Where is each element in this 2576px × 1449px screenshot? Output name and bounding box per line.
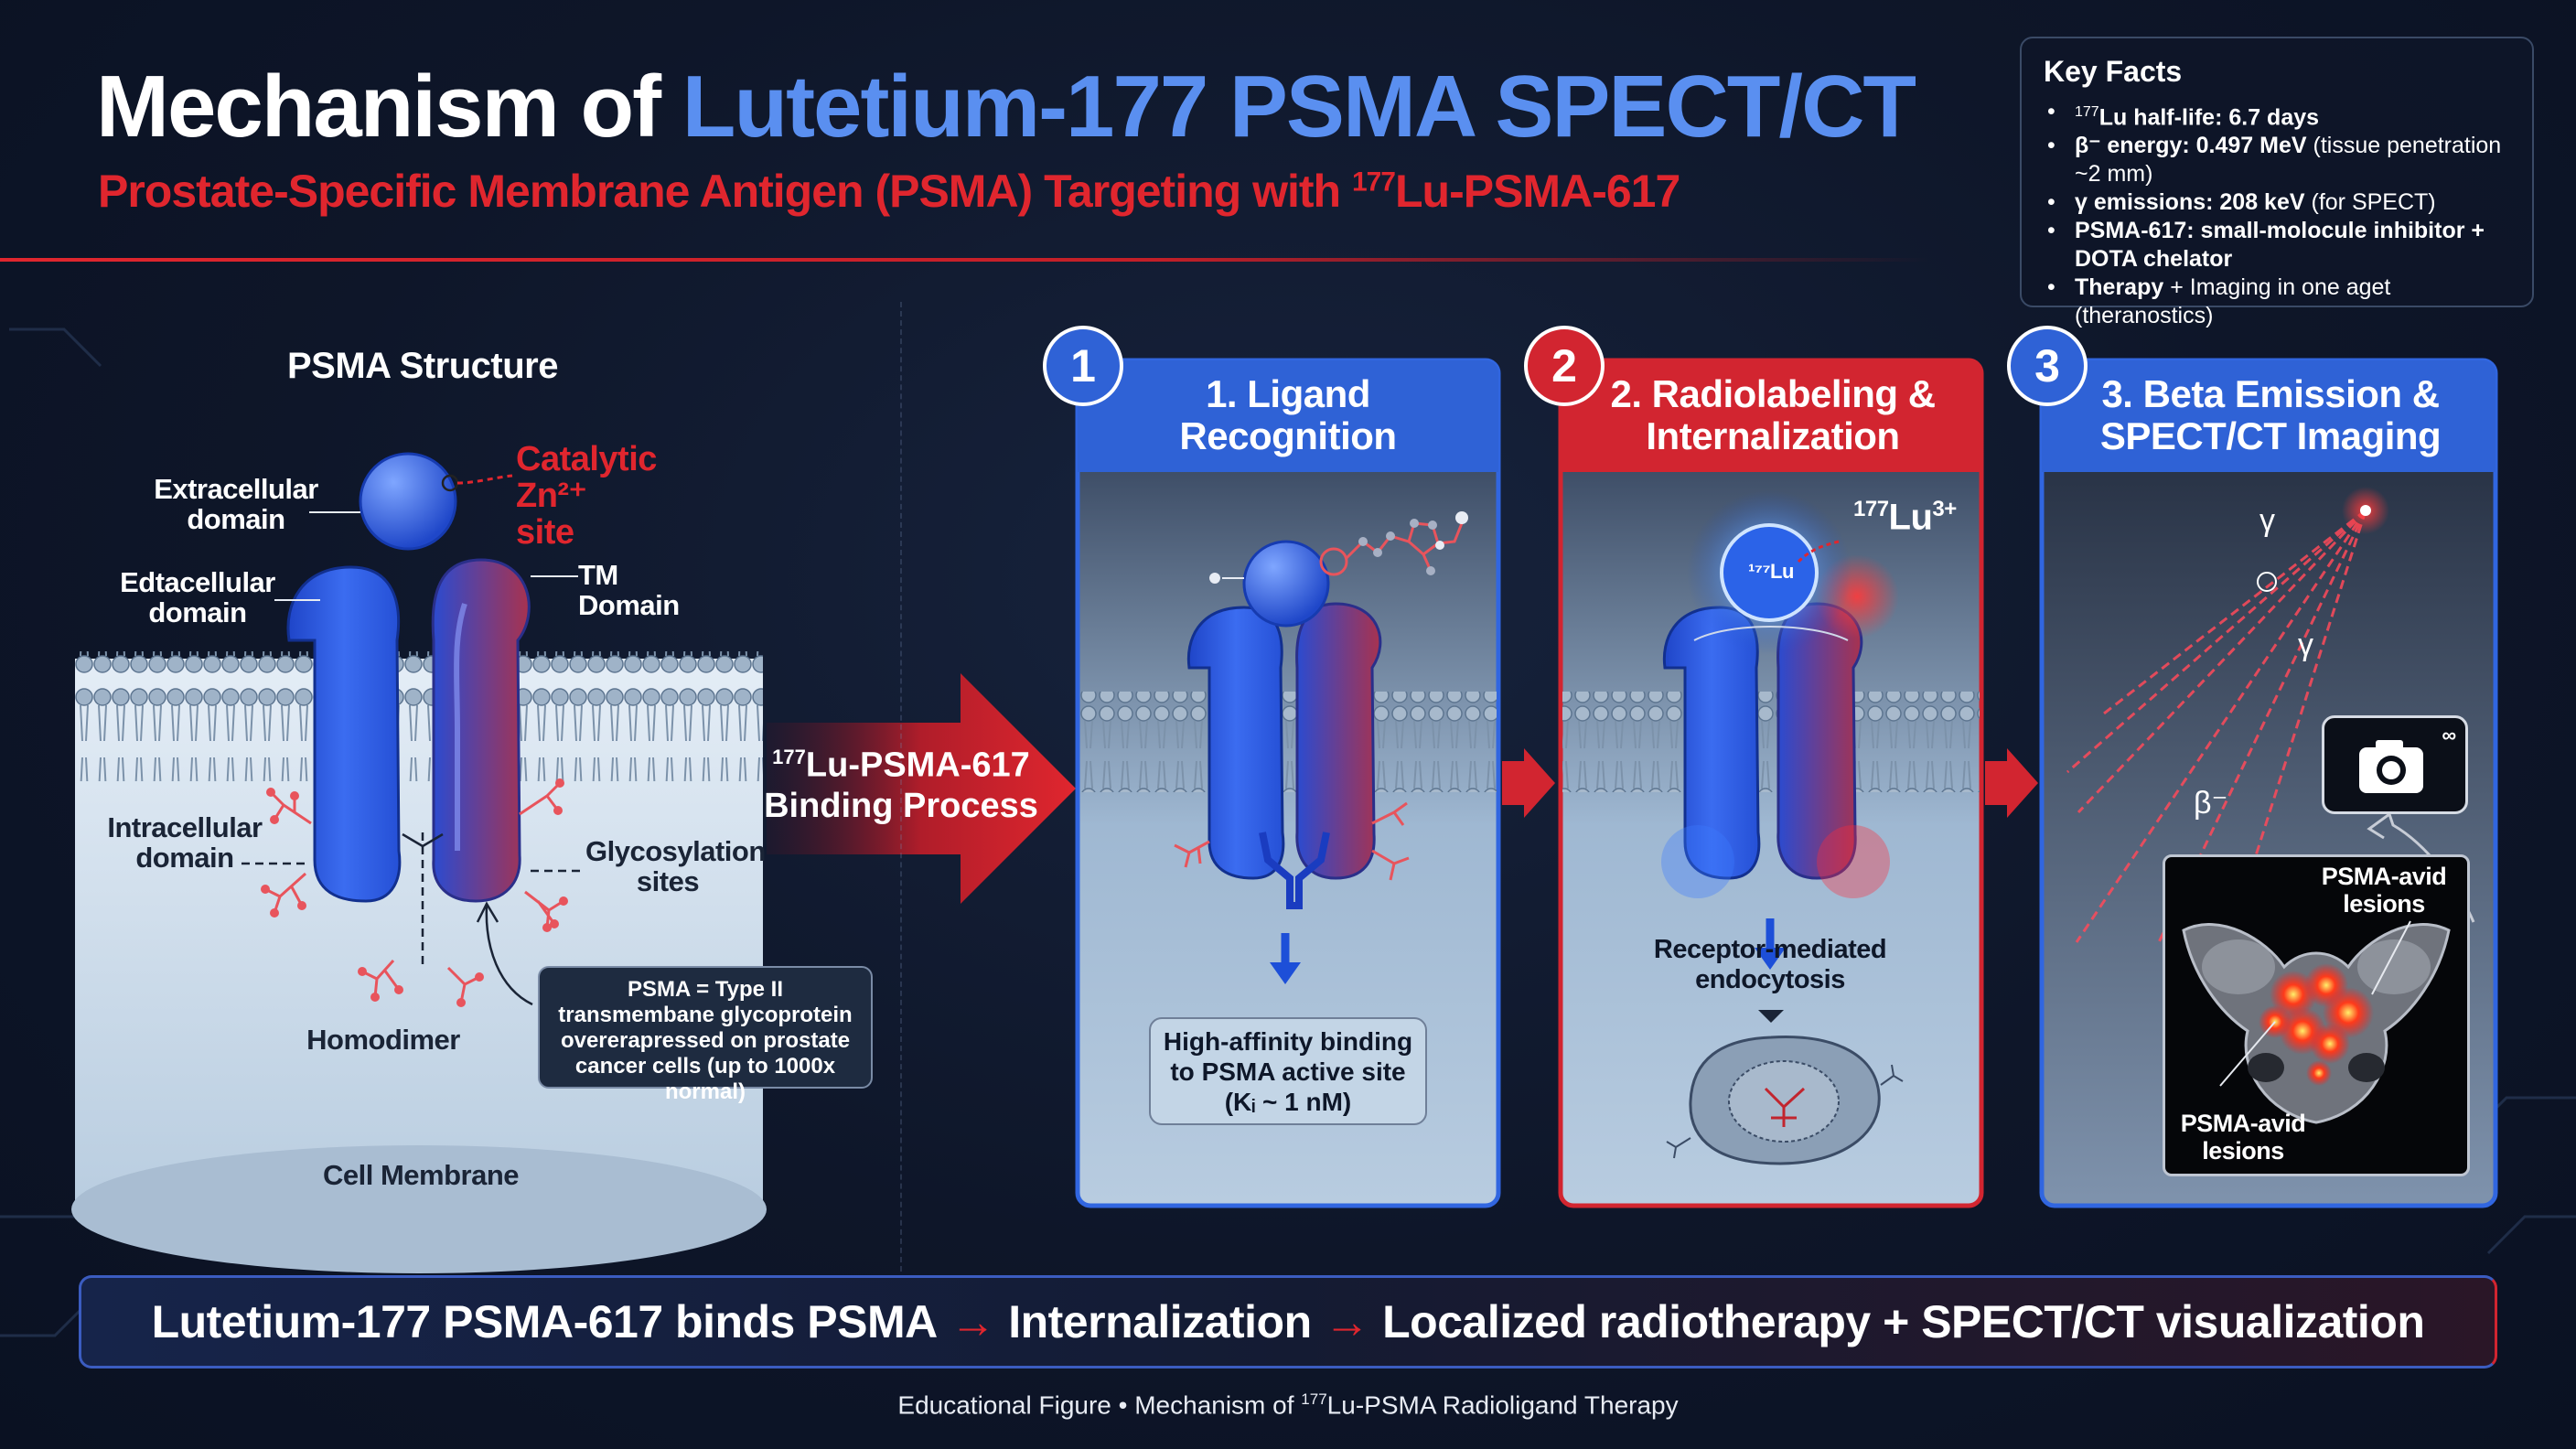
step-arrow-2 [1985,748,2038,818]
label-cell-membrane: Cell Membrane [322,1159,520,1191]
label-intracellular-domain: Intracellular domain [107,811,263,874]
banner-part3: Localized radiotherapy + SPECT/CT visual… [1382,1296,2425,1347]
psma-monomer-right [431,558,531,903]
step1-title: 1. Ligand Recognition [1179,372,1397,457]
footer-suffix: Lu-PSMA Radioligand Therapy [1326,1390,1679,1420]
label-glycosylation-sites: Glycosylation sites [585,835,766,897]
step1-receptor-right [1295,602,1382,880]
key-fact-item: γ emissions: 208 keV (for SPECT) [2044,188,2510,217]
step2-membrane [1562,692,1980,792]
subtitle-suffix: Lu-PSMA-617 [1395,166,1680,217]
key-fact-item: Therapy + Imaging in one aget (theranost… [2044,274,2510,330]
step3-title: 3. Beta Emission & SPECT/CT Imaging [2099,372,2442,457]
key-fact-bold: PSMA-617: small-molocule inhibitor + DOT… [2075,218,2485,273]
subtitle-prefix: Prostate-Specific Membrane Antigen (PSMA… [98,166,1352,217]
label-catalytic-site: Catalytic Zn²⁺ site [516,440,657,552]
subtitle-sup: 177 [1351,166,1396,198]
isotope-sup: 177 [1853,497,1889,521]
label-edtacellular-domain: Edtacellular domain [120,566,275,628]
camera-icon [2359,740,2423,793]
binding-text-a: Lu-PSMA-617 [805,746,1030,785]
step2-title: 2. Radiolabeling & Internalization [1610,372,1936,457]
banner-part2: Internalization [1008,1296,1312,1347]
key-fact-bold: γ emissions: 208 keV [2075,189,2305,216]
psma-monomer-left [286,565,402,903]
key-fact-item: 177Lu half-life: 6.7 days [2044,98,2510,132]
label-extracellular-domain: Extracellular domain [154,473,318,535]
pelvis-scan [2182,920,2451,1124]
key-fact-rest: + Imaging in one aget (theranostics) [2075,274,2391,329]
banner-arrow-2: → [1324,1296,1370,1347]
lipid-bilayer [75,651,763,781]
lu177-sphere-label: ¹⁷⁷Lu [1748,560,1794,583]
lu177-sphere [1720,523,1819,622]
step1-badge: 1 [1043,326,1123,406]
key-fact-rest: (tissue penetration ~2 mm) [2075,133,2502,188]
step1-caption: High-affinity binding to PSMA active sit… [1149,1017,1427,1125]
key-fact-item: PSMA-617: small-molocule inhibitor + DOT… [2044,217,2510,274]
lesions-label-bottom: PSMA-avid lesions [2180,1110,2306,1165]
gamma-label-top: γ [2259,503,2275,538]
label-homodimer: Homodimer [306,1024,460,1056]
step3-badge: 3 [2007,326,2088,406]
camera-mark: ∞ [2442,724,2456,746]
step2-caption: Receptor-mediated endocytosis [1653,935,1887,994]
footer: Educational Figure • Mechanism of 177Lu-… [0,1390,2576,1420]
catalytic-domain-sphere [359,452,457,551]
step-arrow-1 [1502,748,1555,818]
lesions-label-top: PSMA-avid lesions [2321,863,2447,918]
label-tm-domain: TM Domain [578,559,680,621]
title-rule [0,258,1930,262]
binding-sup: 177 [772,746,806,768]
beta-label: β⁻ [2194,786,2228,821]
key-facts-list: 177Lu half-life: 6.7 days β⁻ energy: 0.4… [2044,98,2510,330]
key-fact-bold: Lu half-life: 6.7 days [2098,104,2320,131]
title-accent: Lutetium-177 PSMA SPECT/CT [682,58,1916,156]
footer-prefix: Educational Figure • Mechanism of [897,1390,1302,1420]
spect-ct-image: PSMA-avid lesions PSMA-avid lesions [2163,854,2470,1176]
page-subtitle: Prostate-Specific Membrane Antigen (PSMA… [98,165,1680,218]
structure-title: PSMA Structure [286,346,559,386]
gamma-label: γ [2298,628,2313,662]
step1-receptor-left [1186,606,1285,880]
step1-binding-sphere [1242,540,1330,628]
spect-camera: ∞ [2322,715,2468,814]
footer-sup: 177 [1301,1390,1327,1408]
key-fact-rest: (for SPECT) [2304,189,2436,216]
page-title: Mechanism of Lutetium-177 PSMA SPECT/CT [96,57,1916,157]
cell-membrane-base [71,1145,767,1273]
binding-process-arrow [767,673,1076,904]
key-facts-title: Key Facts [2044,55,2183,88]
step1-membrane [1079,692,1497,792]
step2-isotope-label: 177Lu3+ [1853,494,1972,535]
key-fact-bold: Therapy [2075,274,2164,301]
key-fact-item: β⁻ energy: 0.497 MeV (tissue penetration… [2044,132,2510,188]
key-facts-box: Key Facts 177Lu half-life: 6.7 days β⁻ e… [2020,37,2534,328]
banner-part1: Lutetium-177 PSMA-617 binds PSMA [151,1296,939,1347]
section-divider [900,302,902,1272]
isotope-symbol: Lu [1888,497,1933,538]
key-fact-bold: β⁻ energy: 0.497 MeV [2075,133,2307,159]
key-fact-sup: 177 [2075,104,2099,120]
isotope-charge: 3+ [1932,497,1957,521]
step2-badge: 2 [1524,326,1605,406]
title-prefix: Mechanism of [96,58,682,156]
banner-arrow-1: → [950,1296,996,1347]
psma-info-box: PSMA = Type II transmembane glycoprotein… [538,966,873,1104]
summary-banner: Lutetium-177 PSMA-617 binds PSMA → Inter… [79,1275,2497,1368]
glycosylation-sites [264,781,564,1004]
binding-text-b: Binding Process [764,786,1038,825]
